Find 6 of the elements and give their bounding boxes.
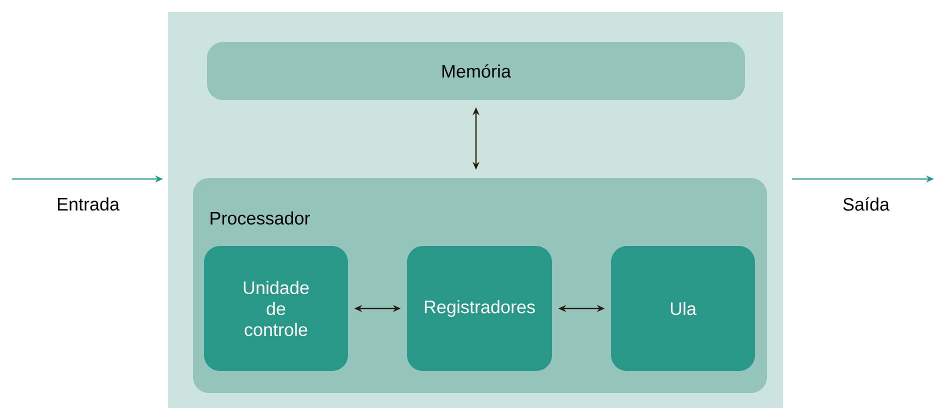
process-box: Unidade de controle [204, 246, 348, 371]
memory-box: Memória [207, 42, 745, 100]
edge-label: Saída [843, 197, 890, 211]
process-box: Registradores [407, 246, 552, 371]
process-box: Ula [611, 246, 755, 371]
edge-label: Entrada [58, 197, 120, 211]
